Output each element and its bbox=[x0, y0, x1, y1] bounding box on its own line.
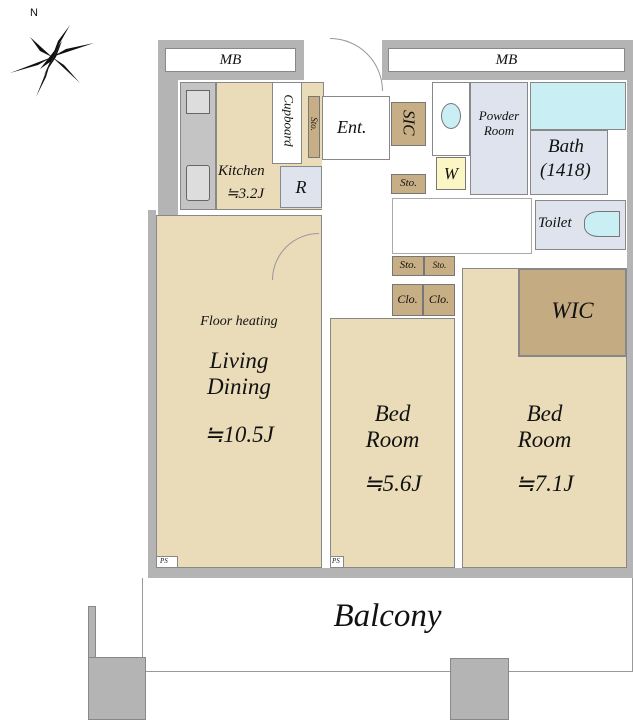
toilet-label: Toilet bbox=[538, 215, 572, 231]
balcony: Balcony bbox=[142, 578, 633, 672]
bath-size: (1418) bbox=[540, 160, 591, 181]
sto-a: Sto. bbox=[392, 256, 424, 276]
balcony-post-left bbox=[88, 606, 96, 662]
mb-right-label: MB bbox=[495, 52, 518, 68]
mb-left: MB bbox=[165, 48, 296, 72]
wall-left bbox=[148, 210, 156, 578]
bedroom-1-label: Bed Room bbox=[365, 401, 420, 453]
sto-b-label: Sto. bbox=[432, 260, 447, 270]
sto-hall-label: Sto. bbox=[400, 177, 417, 189]
living-dining-label: Living Dining bbox=[207, 348, 271, 400]
powder-room: Powder Room bbox=[470, 82, 528, 195]
living-dining: Floor heating Living Dining ≒10.5J PS bbox=[156, 215, 322, 568]
balcony-column-right bbox=[450, 658, 509, 720]
wall-kitchen-left bbox=[158, 75, 178, 215]
kitchen-size: ≒3.2J bbox=[226, 186, 264, 202]
wall-bottom bbox=[148, 568, 633, 578]
balcony-column-left bbox=[88, 657, 146, 720]
walk-in-closet: WIC bbox=[518, 268, 627, 357]
cupboard: Cupboard bbox=[272, 82, 302, 164]
toilet: Toilet bbox=[535, 200, 626, 250]
entrance: Ent. bbox=[322, 96, 390, 160]
shoe-closet-label: SIC bbox=[399, 110, 419, 136]
sto-b: Sto. bbox=[424, 256, 455, 276]
sto-entry: Sto. bbox=[308, 96, 320, 158]
compass-north-label: N bbox=[30, 7, 38, 19]
ps-b-label: PS bbox=[332, 557, 340, 565]
bedroom-2-label: Bed Room bbox=[517, 401, 572, 453]
closet-b: Clo. bbox=[423, 284, 455, 316]
kitchen-label: Kitchen bbox=[218, 163, 265, 179]
washer-space: W bbox=[436, 157, 466, 190]
living-dining-size: ≒10.5J bbox=[204, 422, 274, 447]
bathtub bbox=[530, 82, 626, 130]
mb-right: MB bbox=[388, 48, 625, 72]
ps-a-label: PS bbox=[160, 557, 168, 565]
bedroom-2-size: ≒7.1J bbox=[515, 471, 574, 496]
shoe-closet: SIC bbox=[391, 102, 426, 146]
toilet-icon bbox=[584, 211, 620, 237]
closet-a-label: Clo. bbox=[397, 292, 418, 306]
refrigerator-label: R bbox=[295, 177, 307, 197]
powder-room-label: Powder Room bbox=[478, 108, 520, 138]
bath bbox=[530, 130, 608, 195]
compass-icon: N bbox=[0, 5, 100, 105]
sto-a-label: Sto. bbox=[399, 259, 417, 271]
closet-a: Clo. bbox=[392, 284, 423, 316]
refrigerator-space: R bbox=[280, 166, 322, 208]
bedroom-1-size: ≒5.6J bbox=[363, 471, 422, 496]
closet-b-label: Clo. bbox=[428, 292, 450, 306]
ps-b: PS bbox=[330, 556, 344, 568]
stove-icon bbox=[186, 90, 210, 114]
wall-right bbox=[627, 75, 633, 578]
basin-icon bbox=[441, 103, 461, 129]
sto-hall: Sto. bbox=[391, 174, 426, 194]
bath-label: Bath bbox=[548, 136, 584, 157]
washer-label: W bbox=[443, 164, 459, 183]
ps-a: PS bbox=[156, 556, 178, 568]
entrance-label: Ent. bbox=[337, 117, 367, 137]
sink-icon bbox=[186, 165, 210, 201]
mb-left-label: MB bbox=[219, 52, 242, 68]
vanity bbox=[432, 82, 470, 156]
sto-entry-label: Sto. bbox=[309, 117, 320, 132]
bedroom-1: Bed Room ≒5.6J PS bbox=[330, 318, 455, 568]
floor-heating-label: Floor heating bbox=[200, 314, 278, 329]
entrance-door[interactable] bbox=[330, 38, 383, 91]
cupboard-label: Cupboard bbox=[281, 94, 297, 147]
hall-white bbox=[392, 198, 532, 254]
walk-in-closet-label: WIC bbox=[551, 298, 594, 323]
balcony-label: Balcony bbox=[333, 598, 442, 634]
hallway bbox=[322, 160, 390, 320]
